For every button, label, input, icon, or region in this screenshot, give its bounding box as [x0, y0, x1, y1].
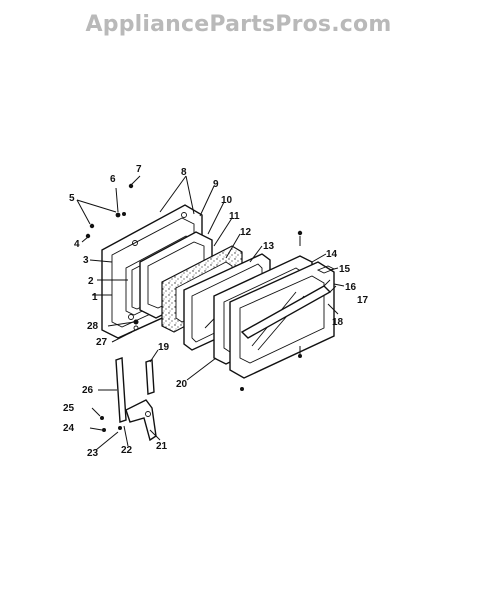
callout-10: 10 — [221, 195, 233, 206]
callout-26: 26 — [82, 385, 94, 396]
part-hardware-screws — [85, 183, 303, 391]
callout-labels: 1 2 3 4 5 6 7 8 9 10 11 12 13 14 15 16 1… — [63, 164, 369, 459]
watermark-text: AppliancePartsPros.com — [85, 12, 392, 37]
part-door-handle — [240, 279, 337, 339]
callout-2: 2 — [88, 276, 94, 287]
callout-3: 3 — [83, 255, 89, 266]
callout-1: 1 — [92, 292, 98, 303]
callout-5: 5 — [69, 193, 75, 204]
leader-lines — [76, 175, 345, 451]
callout-22: 22 — [121, 445, 133, 456]
callout-27: 27 — [96, 337, 108, 348]
callout-11: 11 — [229, 211, 240, 222]
callout-16: 16 — [345, 282, 357, 293]
callout-6: 6 — [110, 174, 116, 185]
callout-23: 23 — [87, 448, 99, 459]
callout-19: 19 — [158, 342, 170, 353]
callout-17: 17 — [357, 295, 369, 306]
callout-14: 14 — [326, 249, 338, 260]
callout-25: 25 — [63, 403, 75, 414]
callout-12: 12 — [240, 227, 252, 238]
callout-21: 21 — [156, 441, 168, 452]
callout-24: 24 — [63, 423, 75, 434]
callout-20: 20 — [176, 379, 188, 390]
callout-13: 13 — [263, 241, 275, 252]
callout-9: 9 — [213, 179, 219, 190]
part-hinge-assembly — [100, 357, 157, 442]
callout-8: 8 — [181, 167, 187, 178]
callout-15: 15 — [339, 264, 351, 275]
callout-7: 7 — [136, 164, 142, 175]
callout-18: 18 — [332, 317, 344, 328]
callout-28: 28 — [87, 321, 99, 332]
callout-4: 4 — [74, 239, 80, 250]
